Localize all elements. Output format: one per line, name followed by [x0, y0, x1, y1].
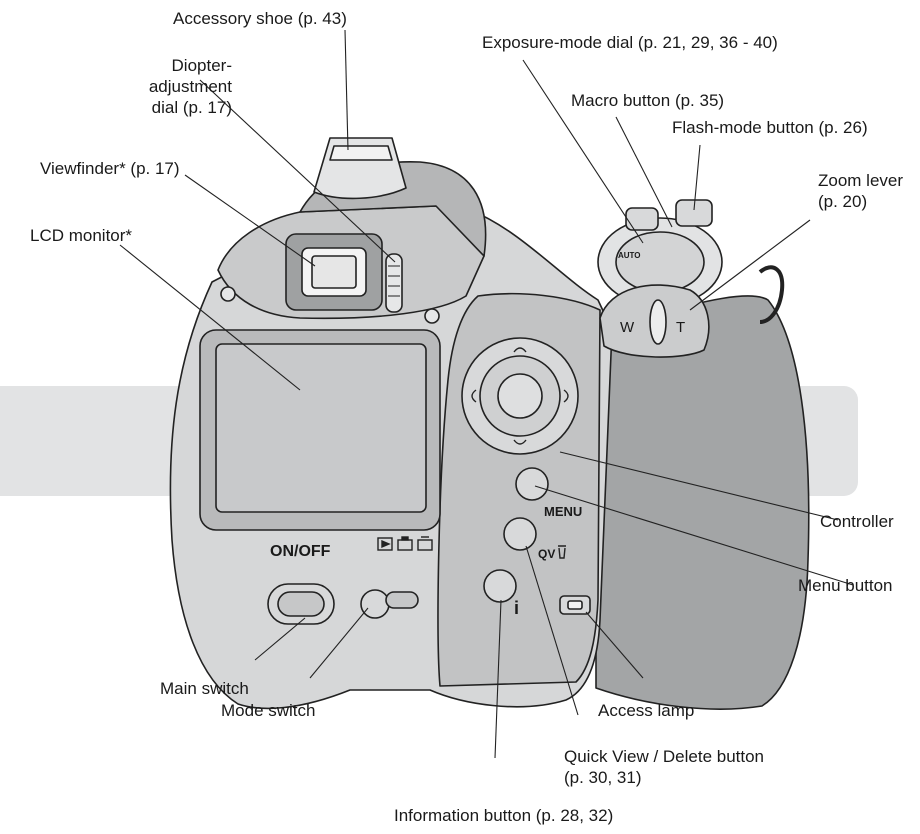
- label-diopter-line2: dial (p. 17): [151, 98, 232, 117]
- strap-lug: [758, 265, 785, 324]
- quickview-button-shape: [503, 517, 537, 551]
- label-main-switch: Main switch: [160, 679, 249, 698]
- hand-grip: [595, 295, 810, 710]
- label-macro-button: Macro button (p. 35): [571, 91, 725, 110]
- leader-lines: [119, 29, 854, 759]
- diopter-dial: [385, 253, 403, 313]
- label-zoom-line1: Zoom lever: [818, 171, 904, 190]
- lcd-screen: [215, 343, 427, 513]
- marking-qv: QV: [538, 547, 555, 561]
- label-access-lamp: Access lamp: [598, 701, 695, 720]
- controller-center: [497, 373, 543, 419]
- label-menu-button: Menu button: [798, 576, 893, 595]
- label-diopter-dial: Diopter-adjustment dial (p. 17): [100, 55, 232, 118]
- label-lcd-monitor: LCD monitor*: [30, 226, 133, 245]
- label-controller: Controller: [820, 512, 894, 531]
- mode-switch-shape: [360, 589, 390, 619]
- playback-icon: [377, 537, 393, 551]
- marking-auto: AUTO: [618, 251, 641, 260]
- label-exposure-mode-dial: Exposure-mode dial (p. 21, 29, 36 - 40): [482, 33, 778, 52]
- marking-on-off: ON/OFF: [270, 543, 331, 560]
- label-flash-mode-button: Flash-mode button (p. 26): [672, 118, 868, 137]
- macro-button-shape: [625, 207, 659, 231]
- menu-button-shape: [515, 467, 549, 501]
- label-information-button: Information button (p. 28, 32): [394, 806, 614, 825]
- label-accessory-shoe: Accessory shoe (p. 43): [173, 9, 347, 28]
- label-zoom-lever: Zoom lever (p. 20): [818, 170, 903, 212]
- info-button-shape: [483, 569, 517, 603]
- label-viewfinder: Viewfinder* (p. 17): [40, 159, 180, 178]
- label-diopter-line1: Diopter-adjustment: [148, 56, 232, 96]
- marking-menu: MENU: [544, 504, 582, 519]
- trash-icon: [558, 545, 566, 559]
- label-quick-view-line2: (p. 30, 31): [564, 768, 642, 787]
- marking-zoom-w: W: [620, 319, 635, 336]
- label-zoom-line2: (p. 20): [818, 192, 868, 211]
- camera-icon: [397, 536, 413, 551]
- marking-info: i: [514, 598, 519, 618]
- movie-camera-icon: [417, 536, 433, 551]
- marking-zoom-t: T: [676, 319, 685, 336]
- label-quick-view-delete: Quick View / Delete button (p. 30, 31): [564, 746, 764, 788]
- label-mode-switch: Mode switch: [221, 701, 316, 720]
- label-quick-view-line1: Quick View / Delete button: [564, 747, 765, 766]
- flash-button-shape: [675, 199, 713, 227]
